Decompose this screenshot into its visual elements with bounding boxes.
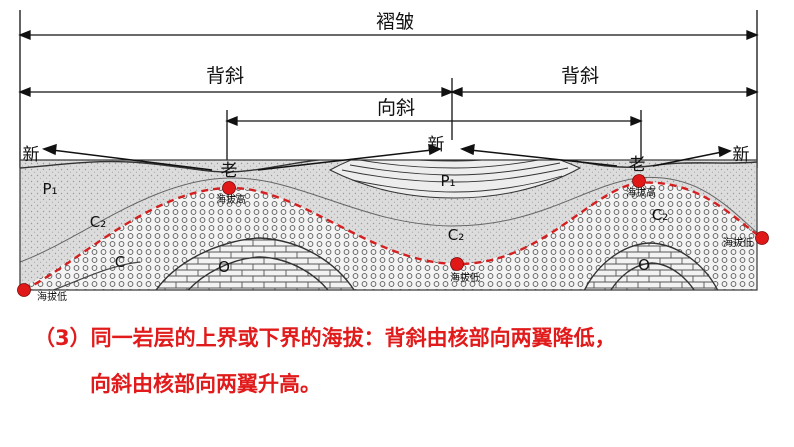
caption-line-1: （3）同一岩层的上界或下界的海拔：背斜由核部向两翼降低， [34,326,616,350]
altitude-low-middle-label: 海拔低 [450,271,480,284]
altitude-low-right-label: 海拔低 [723,236,753,249]
c2-upper-boundary-line [23,181,763,292]
syncline-dimension-label: 向斜 [377,97,415,119]
anticline-right-dimension-label: 背斜 [561,65,599,87]
anticline-left-dimension-label: 背斜 [206,65,244,87]
marker-low-left [17,283,31,297]
stratum-label-p1-left: P₁ [42,180,57,198]
stratum-label-c2-center: C₂ [448,226,465,244]
dimension-lines [18,10,759,170]
age-arrows [41,143,732,171]
age-new-middle-label: 新 [428,135,445,155]
marker-high-right [632,174,646,188]
section-frame [19,159,758,291]
altitude-high-left-label: 海拔高 [216,193,246,206]
age-old-right-label: 老 [629,155,646,175]
stratum-label-c-left: C [115,253,125,271]
stratum-o-left-core [155,237,355,290]
fold-dimension-label: 褶皱 [376,11,414,33]
age-old-left-label: 老 [221,161,238,181]
stratum-label-p1-center: P₁ [440,172,455,190]
marker-low-middle [450,257,464,271]
stratum-label-o-left: O [218,258,230,276]
stratum-label-c2-left: C₂ [90,213,107,231]
altitude-high-right-label: 海拔高 [626,186,656,199]
age-new-right-label: 新 [733,145,750,165]
marker-low-right [755,231,769,245]
caption-line-2: 向斜由核部向两翼升高。 [90,372,321,396]
stratum-label-c2-right: C₂ [652,206,669,224]
stratum-label-o-right: O [638,256,650,274]
marker-high-left [222,181,236,195]
age-new-left-label: 新 [23,145,40,165]
altitude-low-left-label: 海拔低 [37,290,67,303]
